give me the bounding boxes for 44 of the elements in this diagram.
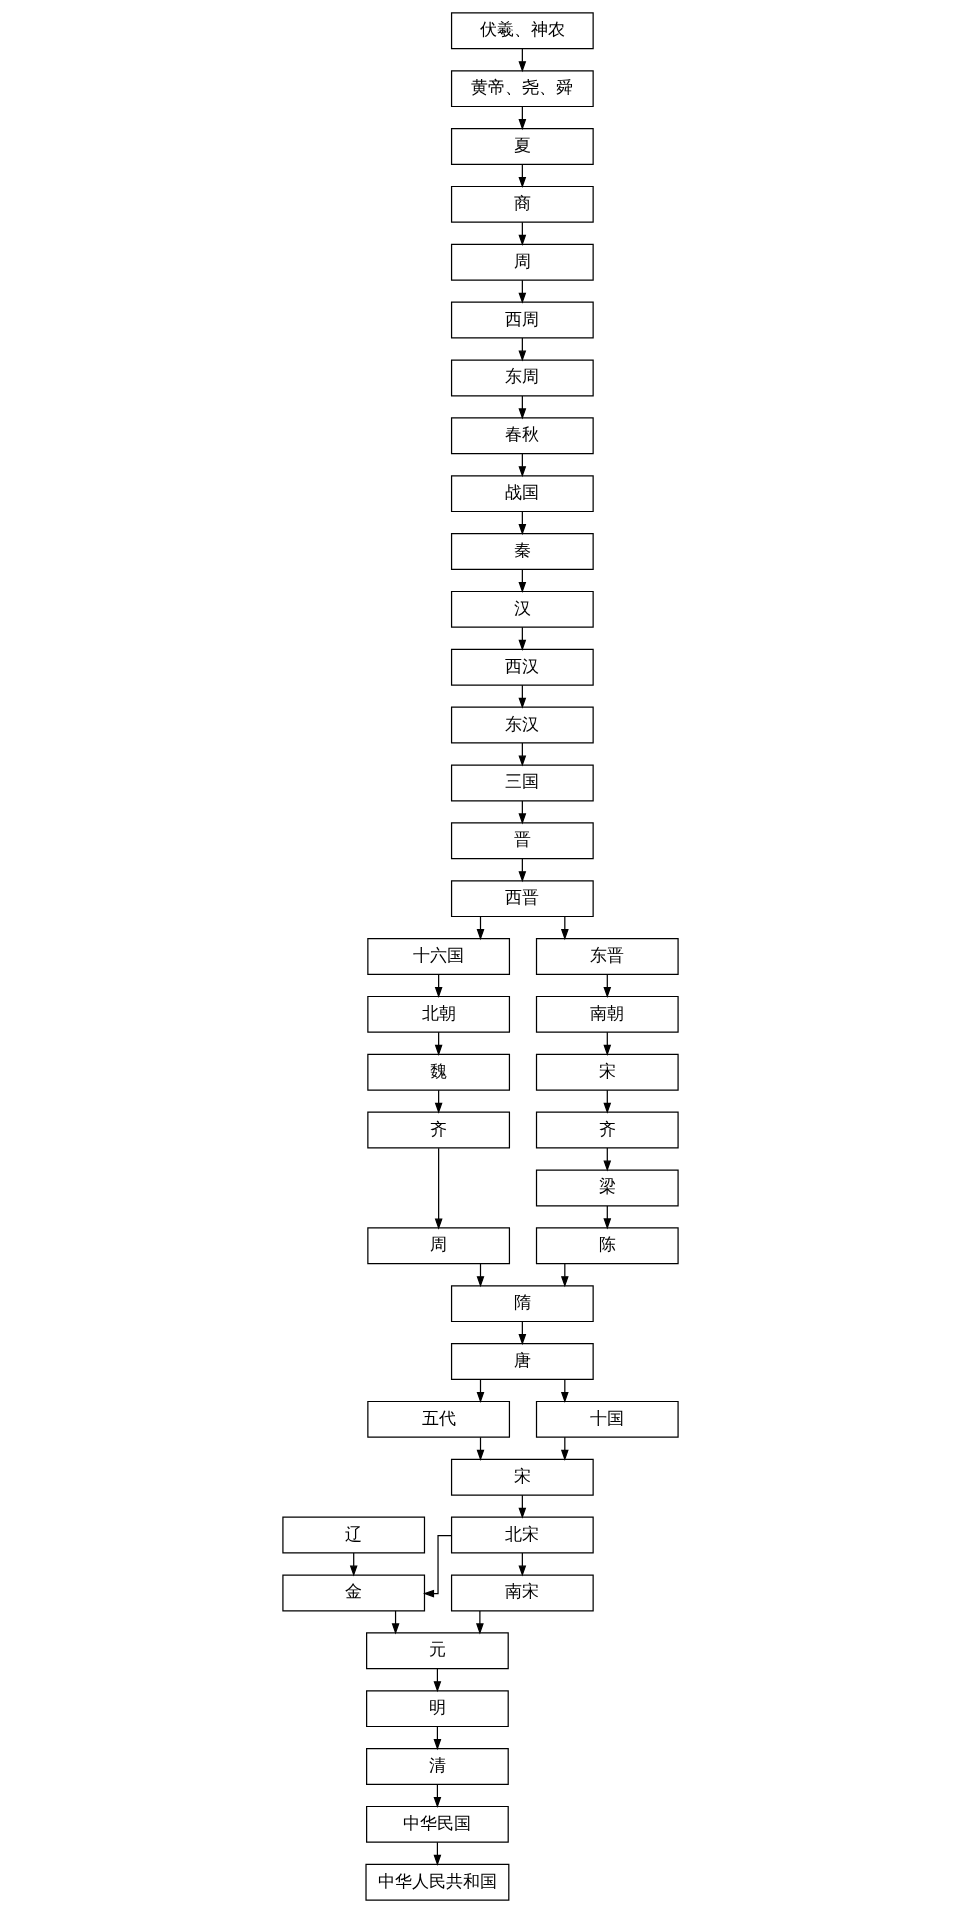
node-box: 西晋 bbox=[450, 880, 594, 918]
node-box: 东晋 bbox=[535, 938, 679, 975]
node-box: 陈 bbox=[535, 1227, 679, 1265]
node-box: 周 bbox=[450, 243, 594, 281]
node-box: 十国 bbox=[535, 1400, 679, 1438]
node-box: 南宋 bbox=[450, 1574, 594, 1612]
arrow bbox=[423, 1535, 452, 1598]
node-box: 东周 bbox=[450, 359, 594, 397]
node-box: 东汉 bbox=[450, 706, 594, 744]
arrow bbox=[476, 1610, 484, 1635]
arrow bbox=[434, 1147, 443, 1230]
node-box: 西汉 bbox=[450, 648, 594, 686]
node-box: 宋 bbox=[535, 1053, 679, 1091]
node-box: 梁 bbox=[535, 1169, 679, 1207]
node-box: 五代 bbox=[367, 1400, 511, 1438]
node-box: 明 bbox=[366, 1690, 509, 1728]
node-box: 晋 bbox=[450, 822, 594, 860]
node-box: 十六国 bbox=[367, 938, 511, 975]
node-box: 隋 bbox=[450, 1285, 594, 1323]
node-box: 周 bbox=[367, 1227, 511, 1265]
node-box: 汉 bbox=[450, 590, 594, 628]
node-box: 北朝 bbox=[367, 995, 511, 1033]
node-box: 唐 bbox=[450, 1343, 594, 1380]
node-box: 商 bbox=[450, 185, 594, 223]
node-box: 春秋 bbox=[450, 417, 594, 455]
node-box: 齐 bbox=[535, 1111, 679, 1149]
node-box: 中华民国 bbox=[366, 1805, 509, 1843]
node-box: 西周 bbox=[450, 301, 594, 339]
node-box: 宋 bbox=[450, 1458, 594, 1496]
node-box: 黄帝、尧、舜 bbox=[450, 70, 594, 108]
node-box: 辽 bbox=[282, 1516, 426, 1554]
node-box: 魏 bbox=[367, 1053, 511, 1091]
node-box: 齐 bbox=[367, 1111, 511, 1149]
node-box: 清 bbox=[366, 1748, 509, 1785]
node-box: 伏羲、神农 bbox=[450, 12, 594, 50]
node-box: 南朝 bbox=[535, 995, 679, 1033]
node-box: 秦 bbox=[450, 533, 594, 570]
node-box: 战国 bbox=[450, 475, 594, 513]
node-box: 北宋 bbox=[450, 1516, 594, 1554]
node-box: 金 bbox=[282, 1574, 426, 1612]
node-box: 夏 bbox=[450, 128, 594, 165]
node-box: 三国 bbox=[450, 764, 594, 802]
node-box: 元 bbox=[366, 1632, 509, 1670]
node-box: 中华人民共和国 bbox=[365, 1863, 510, 1901]
